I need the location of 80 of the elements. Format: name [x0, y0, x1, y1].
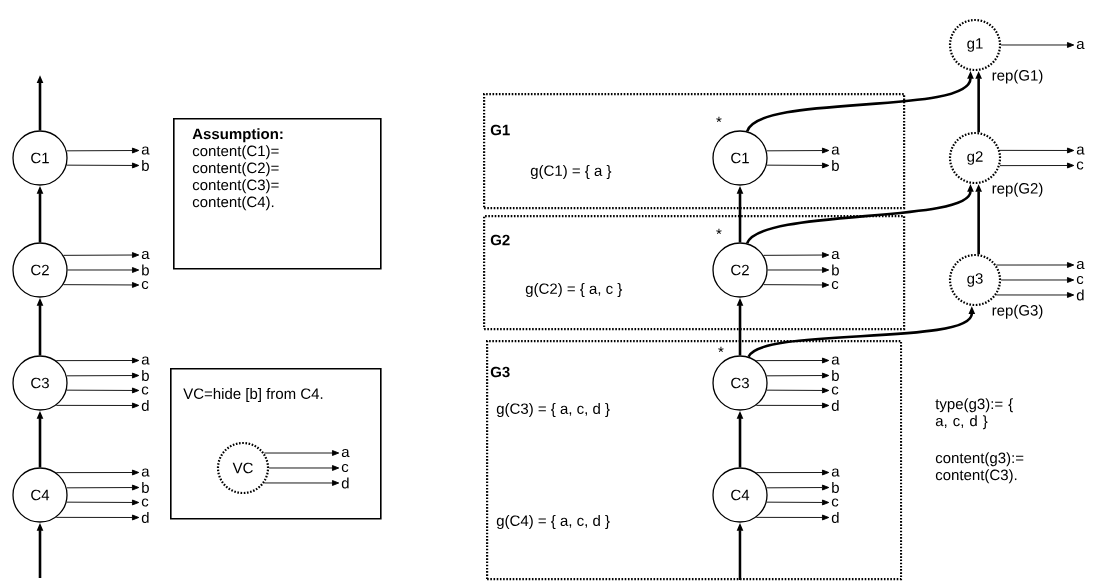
output-letter: d [1076, 289, 1084, 301]
output-letter: a [831, 146, 840, 155]
output-arrow [995, 292, 1075, 298]
node-label: rep(G3) [992, 304, 1043, 319]
output-letter: c [1076, 275, 1084, 285]
output-letter: a [141, 250, 150, 260]
output-letter: c [1076, 161, 1084, 170]
rep-node: g2 rep(G2) [948, 131, 1043, 197]
output-arrow [268, 465, 340, 471]
output-arrow [763, 252, 830, 258]
output-arrow [1000, 42, 1075, 48]
output-letter: c [341, 463, 349, 473]
output-letter: a [831, 356, 840, 365]
output-letter: c [831, 280, 839, 290]
output-arrow [766, 387, 830, 394]
output-arrow [63, 252, 140, 258]
note-text: type(g3):= { a, c, d } [935, 398, 1013, 430]
output-letter: a [1076, 146, 1085, 155]
output-letter: d [141, 512, 149, 523]
output-arrow [766, 147, 830, 154]
note-text: content(g3):= content(C3). [935, 452, 1024, 484]
output-arrow [766, 484, 830, 491]
output-letter: a [141, 356, 150, 365]
output-letter: b [832, 482, 839, 493]
output-arrow [766, 499, 830, 506]
output-letter: a [341, 448, 350, 458]
output-letter: c [141, 280, 149, 290]
output-letter: d [831, 400, 839, 411]
output-letter: a [1076, 40, 1085, 50]
output-letter: c [141, 498, 149, 507]
output-letter: d [831, 512, 839, 523]
output-letter: a [831, 468, 840, 477]
output-letter: b [142, 370, 149, 381]
output-arrow [767, 267, 830, 273]
output-letter: c [831, 498, 839, 507]
output-arrow [995, 262, 1075, 268]
output-letter: b [142, 264, 149, 276]
output-arrow [66, 484, 140, 491]
output-arrow [1000, 277, 1075, 283]
output-arrow [766, 162, 830, 169]
star-mark: * [716, 228, 722, 235]
output-arrow [55, 357, 140, 364]
output-arrow [66, 372, 140, 379]
output-arrow [999, 162, 1075, 169]
output-letter: b [142, 482, 149, 493]
rep-node: g1 rep(G1) [948, 18, 1043, 84]
output-arrow [67, 267, 140, 273]
output-arrow [755, 469, 830, 476]
output-arrow [66, 162, 140, 169]
output-arrow [766, 372, 830, 379]
output-letter: c [141, 386, 149, 395]
output-letter: a [141, 468, 150, 477]
output-arrow [66, 499, 140, 506]
output-arrow [763, 282, 830, 288]
note-box: Assumption: content(C1)= content(C2)= content(C3)= content(C4). [173, 118, 382, 270]
output-arrow [755, 357, 830, 364]
output-letter: b [832, 370, 839, 381]
output-letter: b [832, 264, 839, 276]
output-letter: a [831, 250, 840, 260]
output-letter: d [141, 400, 149, 411]
output-letter: b [142, 160, 149, 171]
output-letter: a [1076, 260, 1085, 270]
output-arrow [55, 514, 140, 521]
output-arrow [66, 387, 140, 394]
output-letter: b [832, 160, 839, 171]
output-arrow [755, 402, 830, 409]
output-arrow [999, 147, 1075, 154]
output-letter: a [141, 146, 150, 155]
output-letter: c [831, 386, 839, 395]
output-arrow [263, 480, 340, 486]
output-letter: d [341, 477, 349, 489]
output-arrow [263, 450, 340, 456]
output-arrow [55, 469, 140, 476]
rep-node: g3 rep(G3) [948, 253, 1043, 319]
node-label: rep(G1) [992, 69, 1043, 84]
node-label: rep(G2) [992, 182, 1043, 197]
output-arrow [63, 282, 140, 288]
output-arrow [66, 147, 140, 154]
output-arrow [55, 402, 140, 409]
output-arrow [755, 514, 830, 521]
